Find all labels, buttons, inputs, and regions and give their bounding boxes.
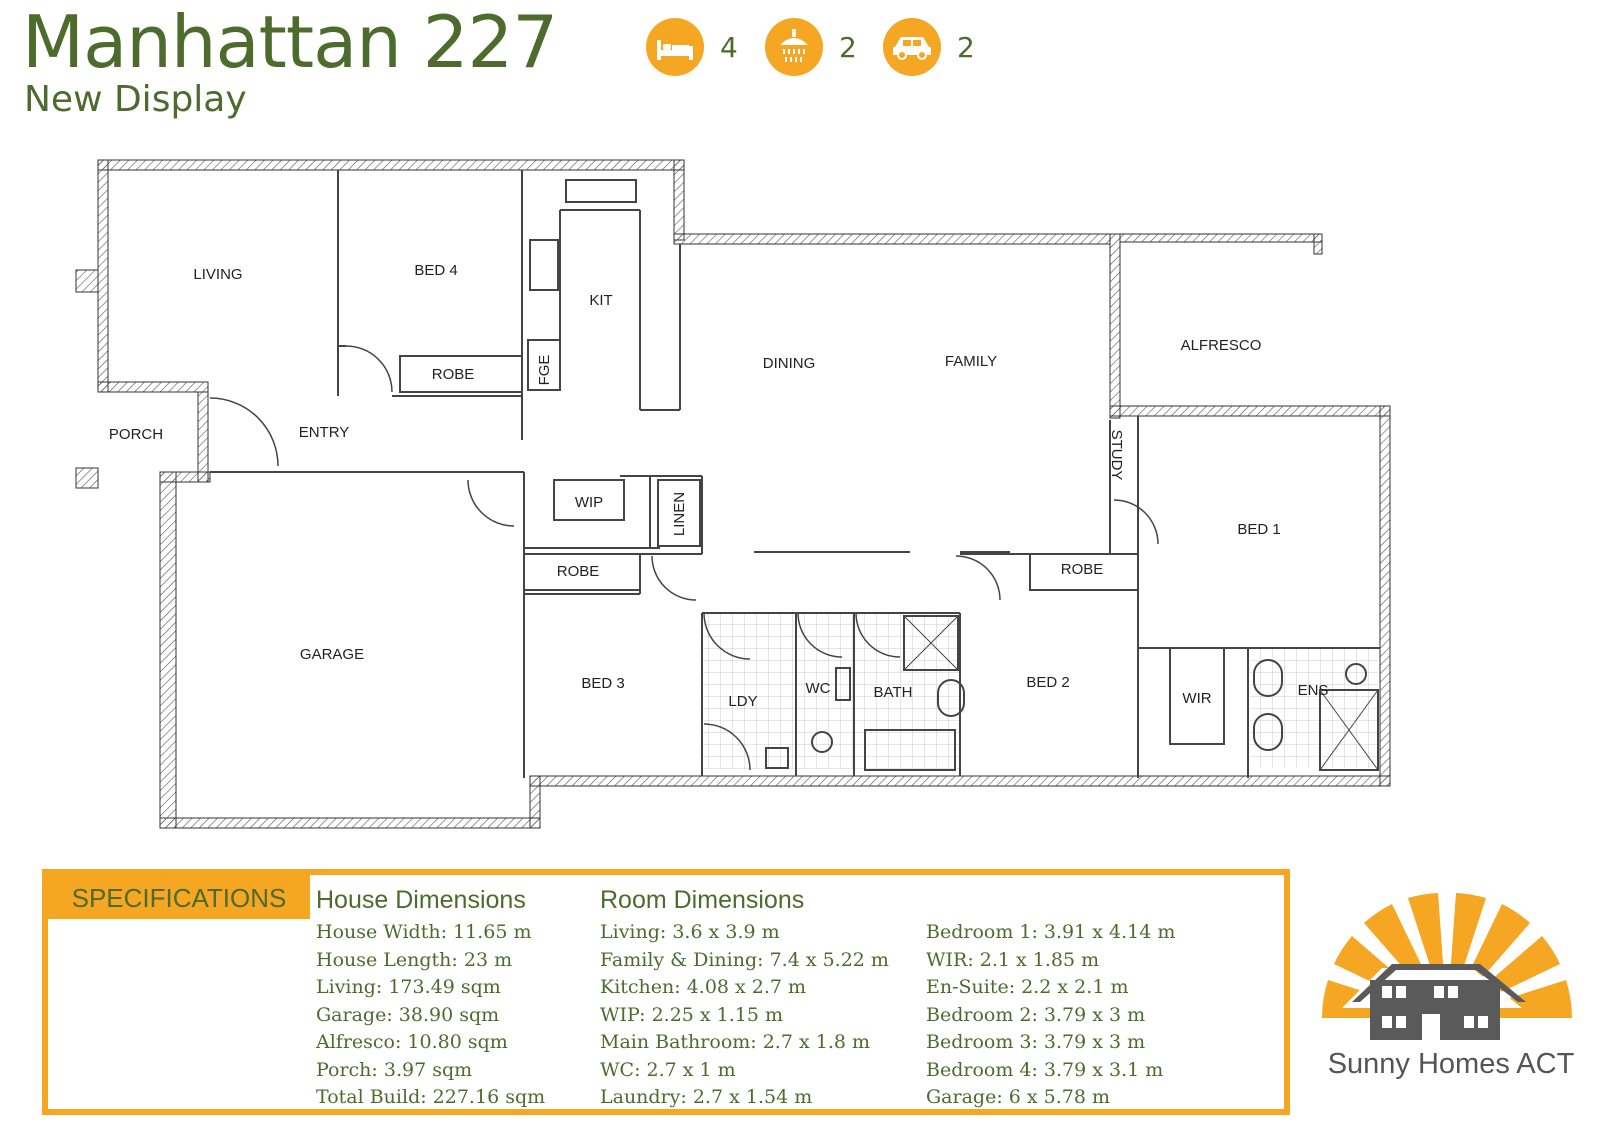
specifications-panel: SPECIFICATIONS House Dimensions House Wi…	[42, 869, 1290, 1115]
house-dimensions-heading: House Dimensions	[316, 886, 526, 914]
room-ldy: LDY	[728, 693, 757, 710]
house-dimensions: House Dimensions House Width: 11.65 m Ho…	[316, 885, 545, 1112]
room-bed3: BED 3	[581, 675, 624, 692]
room-bed2: BED 2	[1026, 674, 1069, 691]
garage-count: 2	[957, 30, 975, 64]
room-alfresco: ALFRESCO	[1181, 337, 1262, 354]
room-entry: ENTRY	[299, 424, 350, 441]
room-dimension-line: WIR: 2.1 x 1.85 m	[926, 948, 1100, 971]
room-wc: WC	[806, 680, 831, 697]
specifications-tab: SPECIFICATIONS	[48, 875, 310, 919]
room-dimension-line: Laundry: 2.7 x 1.54 m	[600, 1086, 813, 1108]
room-dimensions-heading: Room Dimensions	[600, 886, 805, 914]
room-dimension-line: Bedroom 2: 3.79 x 3 m	[926, 1003, 1146, 1026]
room-study: STUDY	[1108, 430, 1125, 481]
room-family: FAMILY	[945, 353, 997, 370]
tiled-areas	[702, 613, 1378, 769]
room-dimension-line: Bedroom 1: 3.91 x 4.14 m	[926, 921, 1176, 943]
house-dimension-line: Alfresco: 10.80 sqm	[316, 1031, 508, 1053]
room-garage: GARAGE	[300, 646, 364, 663]
room-bath: BATH	[874, 684, 913, 701]
room-bed1: BED 1	[1237, 521, 1280, 538]
bathrooms-feature: 2	[765, 18, 857, 76]
car-icon	[883, 18, 941, 76]
floor-plan: LIVING BED 4 ROBE FGE KIT DINING FAMILY …	[75, 159, 1391, 829]
room-dining: DINING	[763, 355, 816, 372]
room-dimension-line: Bedroom 3: 3.79 x 3 m	[926, 1031, 1146, 1053]
room-dimension-line: En-Suite: 2.2 x 2.1 m	[926, 976, 1129, 998]
house-dimension-line: Living: 173.49 sqm	[316, 976, 501, 998]
room-ens: ENS	[1298, 682, 1329, 699]
sun-house-logo	[1322, 893, 1572, 1040]
room-labels: LIVING BED 4 ROBE FGE KIT DINING FAMILY …	[109, 262, 1329, 710]
room-kit: KIT	[589, 292, 612, 309]
room-linen: LINEN	[671, 492, 688, 536]
bedrooms-feature: 4	[646, 18, 738, 76]
shower-icon	[765, 18, 823, 76]
bathrooms-count: 2	[839, 30, 857, 64]
external-walls	[75, 159, 1391, 829]
room-dimension-line: Main Bathroom: 2.7 x 1.8 m	[600, 1031, 870, 1053]
house-dimension-line: House Length: 23 m	[316, 948, 513, 971]
room-dimension-line: WC: 2.7 x 1 m	[600, 1058, 736, 1081]
room-dimensions-continued: Bedroom 1: 3.91 x 4.14 m WIR: 2.1 x 1.85…	[926, 919, 1175, 1112]
room-dimension-line: Garage: 6 x 5.78 m	[926, 1086, 1111, 1108]
room-robe-bed4: ROBE	[432, 366, 475, 383]
house-dimension-line: House Width: 11.65 m	[316, 921, 532, 943]
room-dimension-line: Kitchen: 4.08 x 2.7 m	[600, 976, 807, 998]
house-dimension-line: Porch: 3.97 sqm	[316, 1058, 473, 1081]
room-wip: WIP	[575, 494, 603, 511]
door-swings	[209, 345, 1159, 771]
room-dimension-line: Living: 3.6 x 3.9 m	[600, 921, 780, 943]
room-porch: PORCH	[109, 426, 163, 443]
house-dimension-line: Total Build: 227.16 sqm	[316, 1086, 546, 1108]
room-dimension-line: WIP: 2.25 x 1.15 m	[600, 1003, 784, 1026]
room-dimension-line: Bedroom 4: 3.79 x 3.1 m	[926, 1058, 1164, 1081]
room-robe-bed3: ROBE	[557, 563, 600, 580]
room-dimension-line: Family & Dining: 7.4 x 5.22 m	[600, 948, 889, 971]
company-name: Sunny Homes ACT	[1327, 1048, 1575, 1080]
room-living: LIVING	[193, 266, 242, 283]
room-fge: FGE	[536, 355, 553, 386]
room-wir: WIR	[1182, 690, 1211, 707]
room-robe-bed2: ROBE	[1061, 561, 1104, 578]
bed-icon	[646, 18, 704, 76]
internal-walls	[210, 170, 1380, 778]
page-subtitle: New Display	[24, 79, 247, 120]
room-bed4: BED 4	[414, 262, 457, 279]
bedrooms-count: 4	[720, 30, 738, 64]
house-dimension-line: Garage: 38.90 sqm	[316, 1003, 500, 1026]
page-title: Manhattan 227	[22, 0, 558, 84]
garage-feature: 2	[883, 18, 975, 76]
room-dimensions: Room Dimensions Living: 3.6 x 3.9 m Fami…	[600, 885, 889, 1112]
